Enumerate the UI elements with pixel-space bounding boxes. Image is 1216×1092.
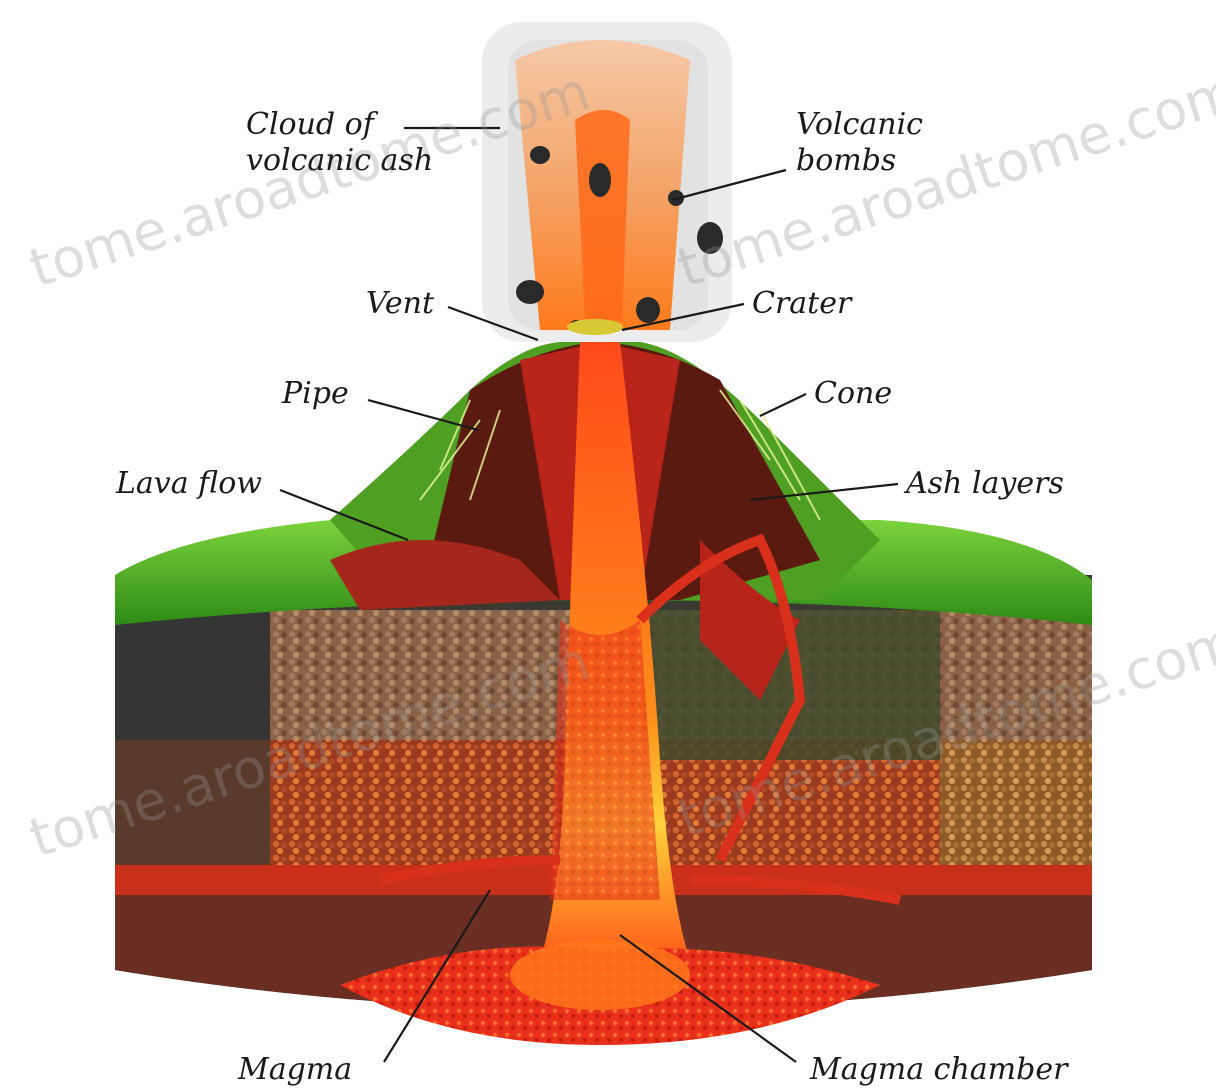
label-vent: Vent xyxy=(366,286,434,322)
label-crater: Crater xyxy=(752,286,851,322)
label-cloud-of-ash: Cloud of volcanic ash xyxy=(246,107,433,179)
crater-rim xyxy=(567,319,623,335)
label-volcanic-bombs: Volcanic bombs xyxy=(796,107,923,179)
label-ash-layers: Ash layers xyxy=(906,466,1064,502)
label-magma: Magma xyxy=(238,1052,352,1088)
label-magma-chamber: Magma chamber xyxy=(810,1052,1067,1088)
label-pipe: Pipe xyxy=(282,376,349,412)
label-cone: Cone xyxy=(814,376,892,412)
label-lava-flow: Lava flow xyxy=(116,466,262,502)
